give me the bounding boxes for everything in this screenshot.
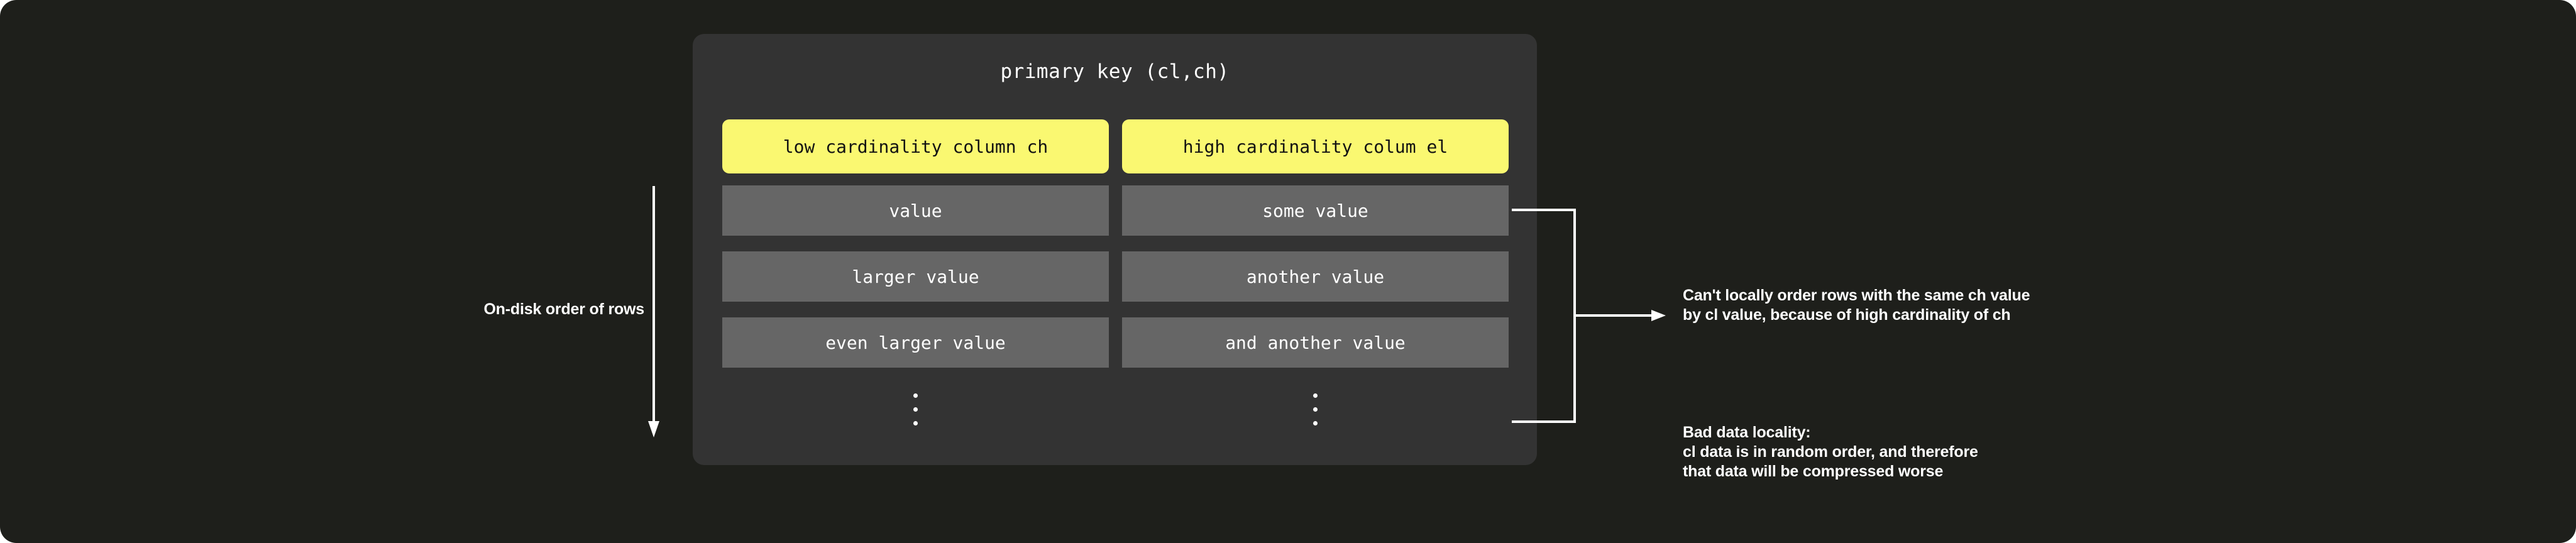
annotation-line: cl data is in random order, and therefor… bbox=[1683, 443, 1978, 461]
column-header-high-cardinality: high cardinality colum el bbox=[1122, 119, 1509, 173]
annotation-line: Bad data locality: bbox=[1683, 424, 1811, 441]
bracket-arrow-icon bbox=[1512, 209, 1666, 423]
vertical-ellipsis-icon bbox=[722, 393, 1109, 425]
annotation-note-ordering: Can't locally order rows with the same c… bbox=[1683, 286, 2030, 325]
annotation-line: Can't locally order rows with the same c… bbox=[1683, 287, 2030, 304]
panel-title: primary key (cl,ch) bbox=[1000, 60, 1230, 83]
table-cell: some value bbox=[1122, 185, 1509, 236]
annotation-line: by cl value, because of high cardinality… bbox=[1683, 306, 2011, 324]
table-cell: value bbox=[722, 185, 1109, 236]
down-arrow-icon bbox=[648, 186, 659, 437]
table-cell: another value bbox=[1122, 251, 1509, 302]
table-cell: larger value bbox=[722, 251, 1109, 302]
table-cell: even larger value bbox=[722, 317, 1109, 368]
primary-key-panel: primary key (cl,ch) low cardinality colu… bbox=[693, 34, 1537, 465]
annotation-line: that data will be compressed worse bbox=[1683, 463, 1944, 480]
table-cell: and another value bbox=[1122, 317, 1509, 368]
annotation-note-locality: Bad data locality: cl data is in random … bbox=[1683, 423, 1978, 481]
on-disk-order-label: On-disk order of rows bbox=[483, 300, 644, 318]
vertical-ellipsis-icon bbox=[1122, 393, 1509, 425]
column-header-low-cardinality: low cardinality column ch bbox=[722, 119, 1109, 173]
